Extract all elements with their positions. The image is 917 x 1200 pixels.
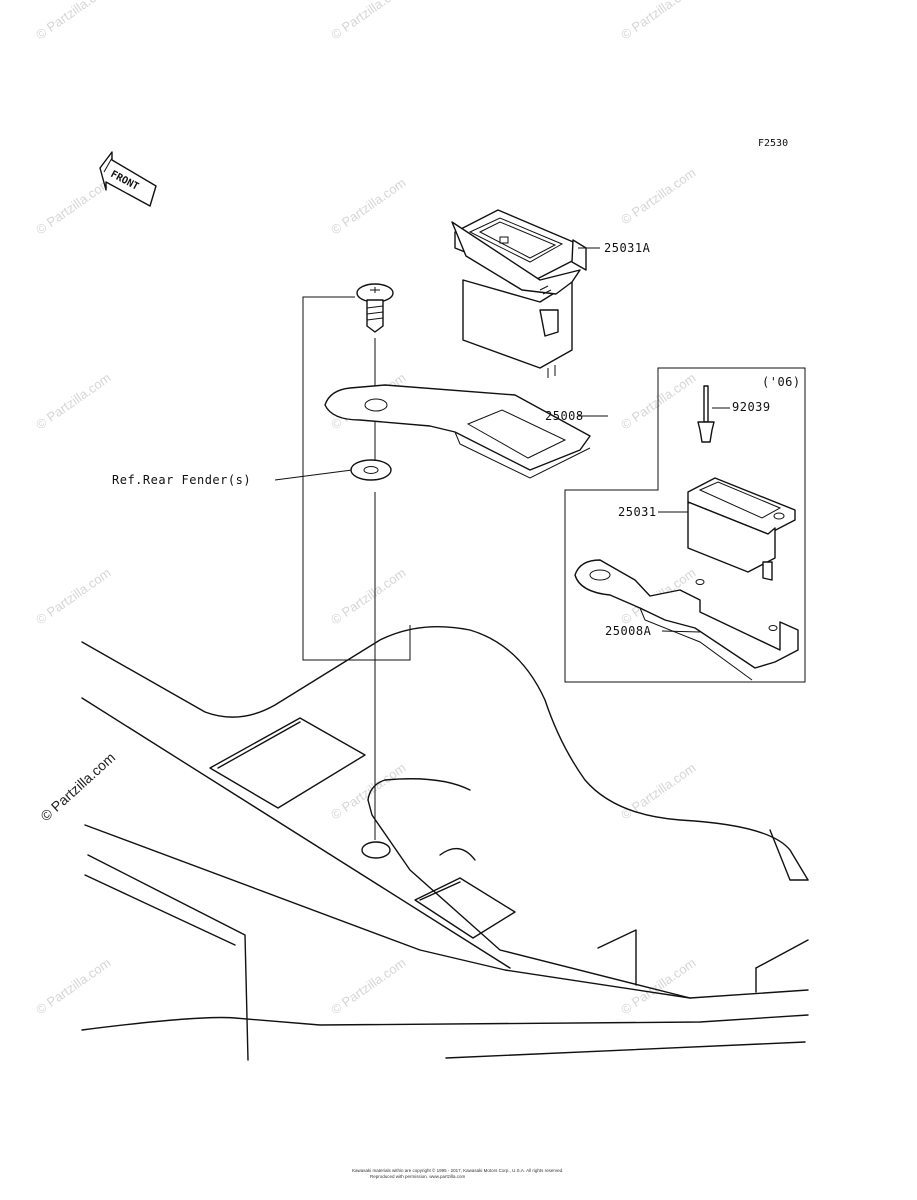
watermark-layer: © Partzilla.com © Partzilla.com © Partzi…: [33, 0, 698, 1017]
watermark: © Partzilla.com: [33, 0, 113, 42]
watermark: © Partzilla.com: [33, 565, 113, 628]
watermark: © Partzilla.com: [618, 760, 698, 823]
version-note: ('06): [762, 375, 801, 389]
watermark: © Partzilla.com: [618, 165, 698, 228]
watermark: © Partzilla.com: [328, 565, 408, 628]
watermark: © Partzilla.com: [328, 175, 408, 238]
rear-fender-outline: [81, 626, 809, 1061]
watermark: © Partzilla.com: [328, 955, 408, 1018]
washer-icon: [350, 459, 392, 481]
watermark: © Partzilla.com: [33, 370, 113, 433]
part-label-25031a: 25031A: [604, 241, 651, 255]
bracket-25008a: [574, 559, 799, 681]
hour-meter-25031: [687, 477, 796, 581]
watermark: © Partzilla.com: [33, 175, 113, 238]
footer-copyright: Kawasaki materials within are copyright …: [352, 1167, 563, 1173]
figure-code: F2530: [758, 138, 788, 149]
part-label-25008: 25008: [545, 409, 584, 423]
rivet-icon: [697, 385, 715, 443]
part-label-25008a: 25008A: [605, 624, 652, 638]
inset-box-06: ('06) 92039 25031 25008A: [564, 367, 806, 683]
watermark: © Partzilla.com: [33, 955, 113, 1018]
reference-bracket: Ref.Rear Fender(s): [112, 296, 411, 661]
watermark: © Partzilla.com: [328, 0, 408, 42]
watermark: © Partzilla.com: [618, 0, 698, 42]
watermark: © Partzilla.com: [328, 760, 408, 823]
hour-meter-25031a: [451, 209, 587, 378]
part-label-25031: 25031: [618, 505, 657, 519]
bracket-25008: [324, 384, 591, 479]
footer-permission: Reproduced with permission. www.partzill…: [370, 1174, 466, 1179]
screw-icon: [356, 283, 394, 333]
reference-label: Ref.Rear Fender(s): [112, 473, 251, 487]
front-arrow-icon: FRONT: [99, 151, 157, 207]
part-label-92039: 92039: [732, 400, 771, 414]
watermark-dark: © Partzilla.com: [37, 749, 118, 824]
watermark: © Partzilla.com: [618, 955, 698, 1018]
